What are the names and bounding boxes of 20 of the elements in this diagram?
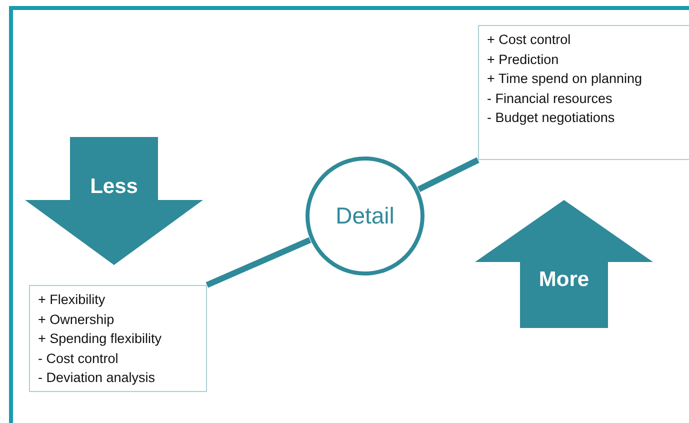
list-item: - Cost control [38, 350, 120, 368]
down-arrow [25, 137, 203, 265]
list-item: - Financial resources [487, 90, 614, 108]
list-item: - Budget negotiations [487, 109, 616, 127]
node-label: Less [90, 175, 138, 199]
text-box [29, 285, 207, 392]
list-item: + Time spend on planning [487, 70, 643, 88]
node-label: Detail [336, 202, 394, 230]
text-box [478, 25, 689, 160]
list-item: + Flexibility [38, 291, 106, 309]
list-item: + Prediction [487, 50, 560, 68]
list-item: - Deviation analysis [38, 369, 156, 387]
up-arrow [475, 200, 653, 328]
connector-line [206, 237, 312, 288]
list-item: + Ownership [38, 310, 116, 329]
connector-line [417, 157, 480, 192]
list-item: + Cost control [487, 31, 572, 49]
node-label: More [538, 268, 590, 292]
circle-node [305, 156, 425, 276]
list-item: + Spending flexibility [38, 330, 162, 348]
